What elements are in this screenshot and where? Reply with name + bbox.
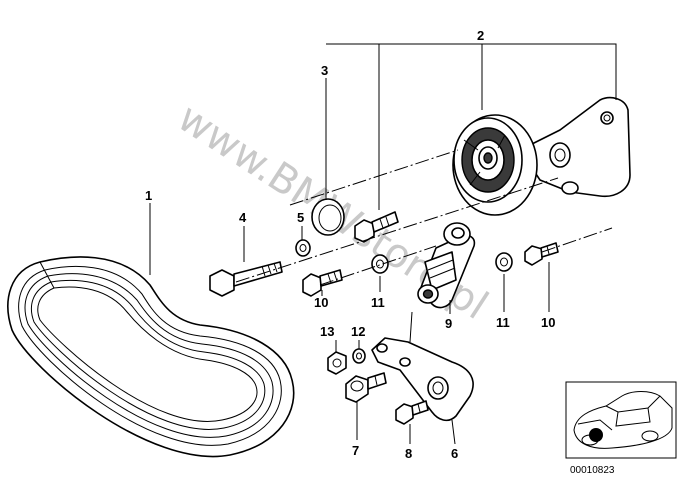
mounting-bracket xyxy=(371,337,474,422)
bolt-8 xyxy=(395,400,429,425)
callout-11-right: 11 xyxy=(496,315,510,330)
washer-12 xyxy=(352,348,366,364)
callout-1: 1 xyxy=(145,188,152,203)
bolt-7 xyxy=(345,372,387,403)
callout-4: 4 xyxy=(239,210,247,225)
reference-number: 00010823 xyxy=(570,465,615,476)
callout-10-left: 10 xyxy=(314,295,328,310)
bolt-10-right xyxy=(524,242,559,266)
callout-11-left: 11 xyxy=(371,295,385,310)
callout-13: 13 xyxy=(320,324,334,339)
location-marker xyxy=(589,428,603,442)
cover-cap xyxy=(311,198,345,236)
nut-13 xyxy=(327,351,347,375)
callout-10-right: 10 xyxy=(541,315,555,330)
pulley-bolt xyxy=(354,211,399,243)
leader-lines xyxy=(149,43,617,445)
locator-inset xyxy=(565,381,677,459)
washer-5 xyxy=(295,239,311,257)
drive-belt xyxy=(7,256,295,458)
callout-12: 12 xyxy=(351,324,365,339)
callout-3: 3 xyxy=(321,63,328,78)
callout-8: 8 xyxy=(405,446,412,461)
bolt-10-left xyxy=(302,269,343,297)
callout-2: 2 xyxy=(477,28,484,43)
callout-5: 5 xyxy=(297,210,304,225)
callout-6: 6 xyxy=(451,446,458,461)
washer-11-right xyxy=(495,252,513,272)
tensioner-pulley-assembly xyxy=(452,96,631,216)
callout-7: 7 xyxy=(352,443,359,458)
callout-9: 9 xyxy=(445,316,452,331)
washer-11-left xyxy=(371,254,389,274)
callout-numbers: 1 2 3 4 5 10 11 9 11 10 13 12 7 8 6 xyxy=(145,28,555,461)
long-bolt xyxy=(209,261,283,297)
hydraulic-tensioner xyxy=(417,222,476,309)
